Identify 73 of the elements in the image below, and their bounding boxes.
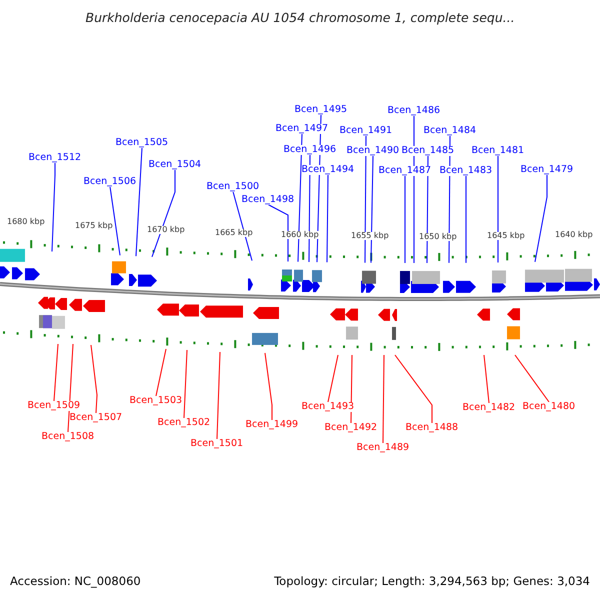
gene-label: Bcen_1481: [472, 146, 524, 156]
scale-label: 1655 kbp: [351, 232, 389, 240]
leader-line: [328, 354, 338, 402]
gene-label: Bcen_1489: [356, 443, 410, 452]
scale-label: 1650 kbp: [419, 233, 457, 241]
gene-label: Bcen_1502: [158, 418, 210, 428]
leader-line: [484, 354, 490, 404]
gene-label: Bcen_1491: [340, 126, 392, 136]
scale-label: 1645 kbp: [487, 232, 525, 240]
gene-label: Bcen_1492: [324, 423, 378, 432]
leader-line: [316, 114, 322, 263]
gene-label: Bcen_1494: [302, 165, 354, 174]
leader-line: [298, 133, 302, 262]
gene-label: Bcen_1486: [388, 106, 440, 116]
gene-label: Bcen_1507: [70, 413, 122, 422]
leader-line: [268, 204, 288, 262]
leader-line: [370, 155, 374, 264]
leader-line: [448, 135, 450, 264]
leader-line: [364, 135, 366, 264]
gene-label: Bcen_1504: [148, 160, 202, 170]
gene-label: Bcen_1503: [130, 396, 182, 406]
gene-label: Bcen_1482: [462, 403, 516, 412]
gene-label: Bcen_1499: [246, 420, 298, 430]
leader-line: [156, 348, 166, 396]
leader-line: [184, 350, 188, 418]
gene-label: Bcen_1484: [424, 126, 476, 136]
leader-line: [404, 175, 406, 264]
scale-label: 1640 kbp: [555, 231, 593, 239]
gene-label: Bcen_1497: [276, 124, 328, 134]
footer-text: Accession: NC_008060: [10, 576, 141, 588]
leader-line: [152, 169, 176, 258]
scale-label: 1675 kbp: [75, 222, 113, 230]
footer-text: Topology: circular; Length: 3,294,563 bp; Genes: 3,034: [274, 576, 590, 588]
gene-label: Bcen_1506: [84, 177, 136, 186]
gene-label: Bcen_1488: [406, 423, 458, 432]
gene-label: Bcen_1501: [190, 439, 244, 448]
scale-label: 1680 kbp: [7, 218, 45, 226]
leader-line: [52, 162, 56, 252]
leader-line: [68, 344, 74, 432]
leader-line: [264, 352, 272, 420]
leader-line: [308, 154, 310, 262]
gene-label: Bcen_1505: [116, 138, 168, 148]
gene-label: Bcen_1496: [284, 145, 336, 154]
leader-line: [90, 344, 98, 414]
leader-line: [110, 186, 120, 256]
leader-line: [136, 147, 142, 257]
leader-line: [326, 174, 328, 263]
gene-label: Bcen_1495: [294, 105, 348, 114]
gene-label: Bcen_1512: [28, 153, 82, 162]
leader-line: [514, 354, 550, 402]
gene-label: Bcen_1483: [440, 166, 492, 176]
gene-label: Bcen_1487: [378, 166, 432, 176]
leader-line: [534, 174, 548, 262]
leader-line: [382, 354, 384, 444]
gene-label: Bcen_1490: [346, 146, 400, 156]
leader-line: [426, 155, 428, 264]
leader-line: [54, 344, 58, 402]
leader-line: [232, 191, 252, 262]
gene-label: Bcen_1479: [520, 165, 574, 174]
title: Burkholderia cenocepacia AU 1054 chromosome 1, complete sequ...: [86, 12, 515, 24]
scale-label: 1665 kbp: [215, 229, 253, 237]
gene-label: Bcen_1508: [42, 432, 94, 442]
gene-label: Bcen_1485: [402, 146, 454, 156]
gene-label: Bcen_1498: [242, 195, 294, 204]
leader-line: [394, 354, 432, 424]
scale-label: 1670 kbp: [147, 226, 185, 234]
leader-line: [216, 352, 220, 440]
scale-label: 1660 kbp: [281, 231, 319, 239]
gene-label: Bcen_1480: [522, 402, 576, 412]
gene-label: Bcen_1509: [28, 401, 80, 410]
gene-label: Bcen_1493: [302, 402, 354, 412]
leader-line: [350, 354, 352, 424]
gene-label: Bcen_1500: [206, 182, 260, 192]
